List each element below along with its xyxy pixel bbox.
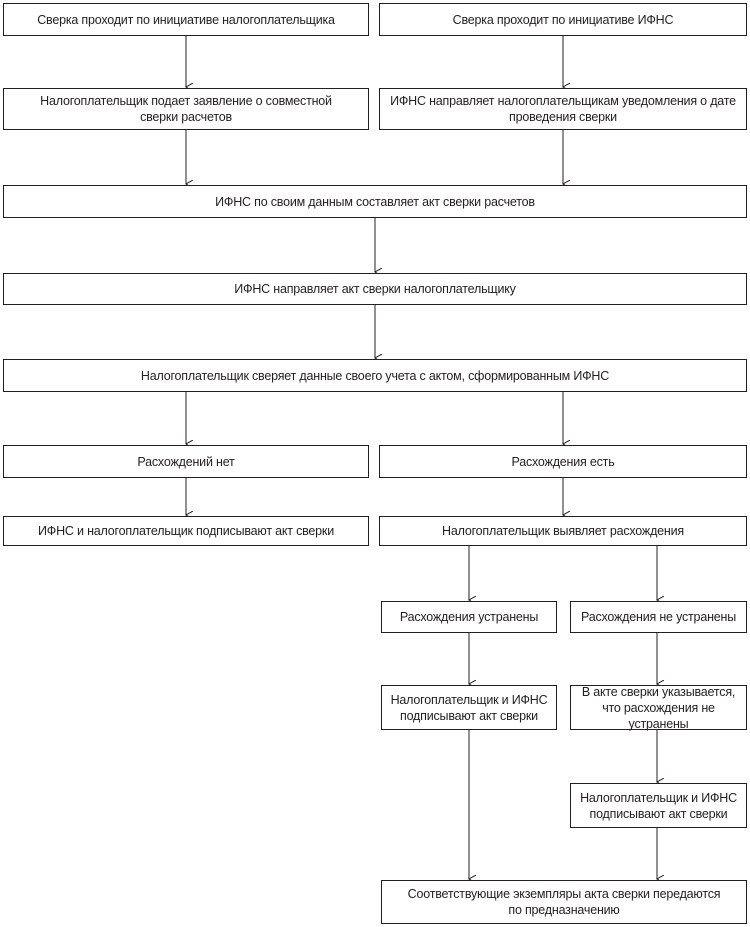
node-act-notes-unresolved-line2: что расхождения не устранены [602,700,715,731]
node-taxpayer-application-line1: Налогоплательщик подает заявление о совм… [40,94,332,108]
node-ifns-notification: ИФНС направляет налогоплательщикам уведо… [379,88,747,130]
node-taxpayer-checks: Налогоплательщик сверяет данные своего у… [3,359,747,392]
node-sign-after-resolved-line1: Налогоплательщик и ИФНС [390,692,548,707]
node-ifns-notification-line1: ИФНС направляет налогоплательщикам уведо… [390,94,736,108]
node-discrepancies-exist-text: Расхождения есть [511,454,615,469]
node-copies-sent-line2: по предназначению [508,903,620,917]
node-taxpayer-checks-text: Налогоплательщик сверяет данные своего у… [140,368,610,383]
node-taxpayer-application: Налогоплательщик подает заявление о совм… [3,88,369,130]
node-ifns-sends-act: ИФНС направляет акт сверки налогоплатель… [3,273,747,305]
node-copies-sent: Соответствующие экземпляры акта сверки п… [381,880,747,924]
node-sign-with-note-line2: подписывают акт сверки [589,806,728,821]
node-sign-with-note-line1: Налогоплательщик и ИФНС [580,790,737,805]
node-ifns-notification-line2: проведения сверки [509,110,617,124]
node-resolved: Расхождения устранены [381,601,557,633]
node-act-notes-unresolved: В акте сверки указывается, что расхожден… [570,684,747,731]
node-taxpayer-identifies: Налогоплательщик выявляет расхождения [379,516,747,546]
node-act-notes-unresolved-line1: В акте сверки указывается, [581,684,736,699]
node-ifns-initiative-text: Сверка проходит по инициативе ИФНС [452,12,674,27]
node-taxpayer-identifies-text: Налогоплательщик выявляет расхождения [442,524,684,538]
node-taxpayer-application-line2: сверки расчетов [140,110,232,124]
node-taxpayer-initiative: Сверка проходит по инициативе налогоплат… [3,3,369,36]
node-sign-after-resolved: Налогоплательщик и ИФНС подписывают акт … [381,685,557,730]
node-no-discrepancies-text: Расхождений нет [137,454,235,469]
node-no-discrepancies: Расхождений нет [3,445,369,478]
node-taxpayer-initiative-text: Сверка проходит по инициативе налогоплат… [37,12,335,27]
node-ifns-sends-act-text: ИФНС направляет акт сверки налогоплатель… [234,282,516,296]
node-sign-with-note: Налогоплательщик и ИФНС подписывают акт … [570,783,747,828]
node-discrepancies-exist: Расхождения есть [379,445,747,478]
node-resolved-text: Расхождения устранены [399,610,539,624]
node-both-sign: ИФНС и налогоплательщик подписывают акт … [3,516,369,546]
node-both-sign-text: ИФНС и налогоплательщик подписывают акт … [38,524,334,538]
node-not-resolved: Расхождения не устранены [570,601,747,633]
node-ifns-compiles-act: ИФНС по своим данным составляет акт свер… [3,185,747,218]
node-copies-sent-line1: Соответствующие экземпляры акта сверки п… [407,887,721,901]
node-ifns-initiative: Сверка проходит по инициативе ИФНС [379,3,747,36]
node-sign-after-resolved-line2: подписывают акт сверки [400,708,538,723]
node-not-resolved-text: Расхождения не устранены [580,610,737,624]
node-ifns-compiles-act-text: ИФНС по своим данным составляет акт свер… [215,194,535,209]
